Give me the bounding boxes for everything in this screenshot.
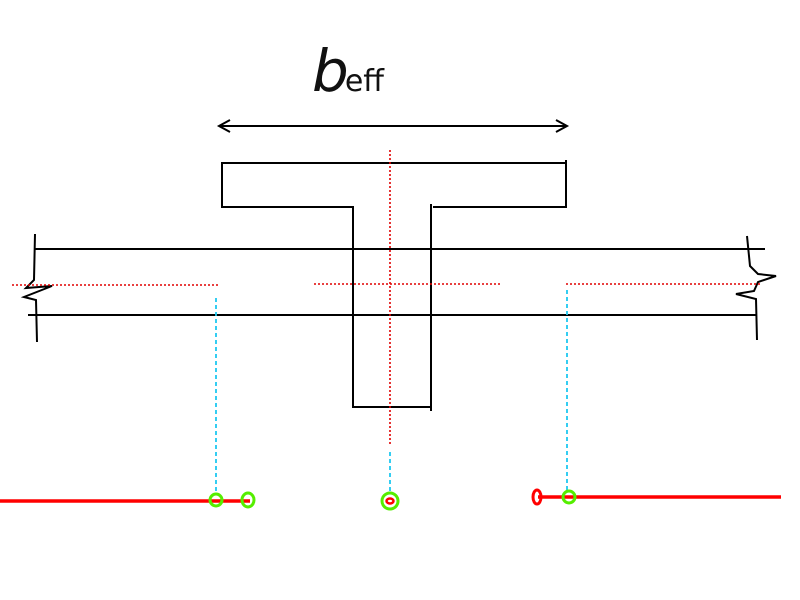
node-center (380, 491, 400, 511)
node-right-1 (561, 489, 577, 505)
t-beam-web (352, 204, 432, 411)
node-left-2 (240, 491, 256, 509)
label-main: b (312, 37, 349, 105)
right-break-line (735, 235, 777, 341)
label-subscript: eff (344, 64, 384, 99)
stress-lines (0, 495, 781, 503)
effective-width-arrow (216, 119, 570, 133)
node-center-inner (385, 497, 395, 505)
node-left-1 (208, 492, 224, 508)
nodes (208, 488, 577, 511)
node-right-red (531, 488, 543, 506)
t-beam-flange (221, 160, 567, 208)
neutral-axis (12, 150, 762, 444)
projection-lines (215, 290, 568, 492)
slab (20, 233, 777, 343)
left-break-line (20, 233, 53, 343)
effective-width-label: beff (312, 42, 384, 100)
